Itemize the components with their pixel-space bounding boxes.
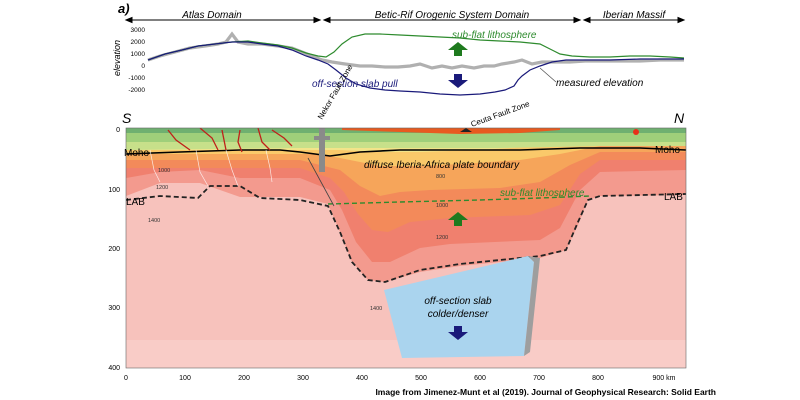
elevation-tick: 2000 xyxy=(131,39,146,46)
off-section-slab xyxy=(384,256,534,358)
isotherm-label: 1200 xyxy=(156,185,168,191)
moho-label-left: Moho xyxy=(124,148,149,159)
depth-tick: 300 xyxy=(108,305,120,312)
moho-label-right: Moho xyxy=(655,145,680,156)
isotherm-label: 1400 xyxy=(370,306,382,312)
distance-tick: 800 xyxy=(592,375,604,382)
depth-tick: 400 xyxy=(108,365,120,372)
isotherm-label: 1000 xyxy=(436,203,448,209)
isotherm-label: 1000 xyxy=(158,168,170,174)
elevation-tick: 3000 xyxy=(131,27,146,34)
nekor-fault-zone-bar xyxy=(319,128,325,172)
depth-axis: 0 100 200 300 400 xyxy=(108,127,120,372)
lab-dashed-line xyxy=(126,185,686,283)
subsidence-arrow-icon xyxy=(448,74,468,88)
distance-tick: 900 km xyxy=(653,375,676,382)
elevation-tick: -1000 xyxy=(128,75,145,82)
distance-tick: 400 xyxy=(356,375,368,382)
mid-crust-layer xyxy=(126,142,686,150)
elevation-tick: -2000 xyxy=(128,87,145,94)
isotherm-labels: 1000 1200 1400 800 1000 1200 1400 xyxy=(148,168,448,312)
distance-tick: 200 xyxy=(238,375,250,382)
thin-fault-traces xyxy=(149,149,273,187)
diffuse-boundary-label: diffuse Iberia-Africa plate boundary xyxy=(364,160,520,171)
domain-label-iberian-massif: Iberian Massif xyxy=(603,10,666,21)
domain-brackets xyxy=(124,16,686,24)
surface-marker xyxy=(633,129,639,135)
distance-tick: 600 xyxy=(474,375,486,382)
distance-tick: 500 xyxy=(415,375,427,382)
ceuta-fault-marker xyxy=(460,128,472,132)
surface-basin xyxy=(342,128,560,134)
slab-pull-elevation-line xyxy=(147,41,684,96)
nekor-fault-zone-cap xyxy=(314,136,330,140)
distance-tick: 100 xyxy=(179,375,191,382)
slab-edge xyxy=(524,256,540,356)
image-credit: Image from Jimenez-Munt et al (2019). Jo… xyxy=(375,387,716,397)
depth-tick: 200 xyxy=(108,246,120,253)
off-section-slab-pull-label: off-section slab pull xyxy=(312,79,398,90)
isotherm-label: 1200 xyxy=(436,235,448,241)
sub-flat-lithosphere-dashed-line xyxy=(327,195,591,205)
sub-flat-uplift-arrow-icon xyxy=(448,212,468,226)
slab-sinking-arrow-icon xyxy=(448,326,468,340)
measured-elevation-line xyxy=(147,31,684,70)
sub-flat-lithosphere-label: sub-flat lithosphere xyxy=(452,30,537,41)
lab-label-right: LAB xyxy=(664,192,683,203)
lab-label-left: LAB xyxy=(126,197,145,208)
north-label: N xyxy=(674,110,685,126)
elevation-tick: 1000 xyxy=(131,51,146,58)
distance-axis: 0 100 200 300 400 500 600 700 800 900 km xyxy=(124,375,676,382)
elevation-tick: 0 xyxy=(141,63,145,70)
sub-flat-lithosphere-section-label: sub-flat lithosphere xyxy=(500,188,585,199)
elevation-axis-ticks: 3000 2000 1000 0 -1000 -2000 xyxy=(128,27,145,94)
fault-lines xyxy=(167,128,293,153)
elevation-profile-panel: a) Atlas Domain Betic-Rif Orogenic Syste… xyxy=(112,1,686,96)
nekor-fault-diagonal xyxy=(307,157,335,207)
domain-label-betic-rif: Betic-Rif Orogenic System Domain xyxy=(375,10,530,21)
distance-tick: 300 xyxy=(297,375,309,382)
measured-elevation-leader xyxy=(539,67,557,83)
measured-elevation-label: measured elevation xyxy=(556,78,644,89)
ceuta-fault-zone-label: Ceuta Fault Zone xyxy=(470,99,532,129)
moho-line xyxy=(126,147,686,157)
depth-tick: 100 xyxy=(108,187,120,194)
nekor-fault-zone-label: Nekor Fault Zone xyxy=(316,62,355,121)
isotherm-label: 800 xyxy=(436,174,445,180)
south-label: S xyxy=(122,110,132,126)
section-frame xyxy=(125,127,687,369)
slab-label-line1: off-section slab xyxy=(424,296,492,307)
slab-label-line2: colder/denser xyxy=(428,309,489,320)
distance-tick: 0 xyxy=(124,375,128,382)
panel-label: a) xyxy=(118,1,130,16)
depth-tick: 0 xyxy=(116,127,120,134)
uplift-arrow-icon xyxy=(448,42,468,56)
sub-flat-lithosphere-elevation-line xyxy=(147,33,685,61)
elevation-axis-label: elevation xyxy=(112,40,122,76)
domain-label-atlas: Atlas Domain xyxy=(181,10,242,21)
isotherm-label: 1400 xyxy=(148,218,160,224)
cross-section xyxy=(125,127,687,369)
distance-tick: 700 xyxy=(533,375,545,382)
